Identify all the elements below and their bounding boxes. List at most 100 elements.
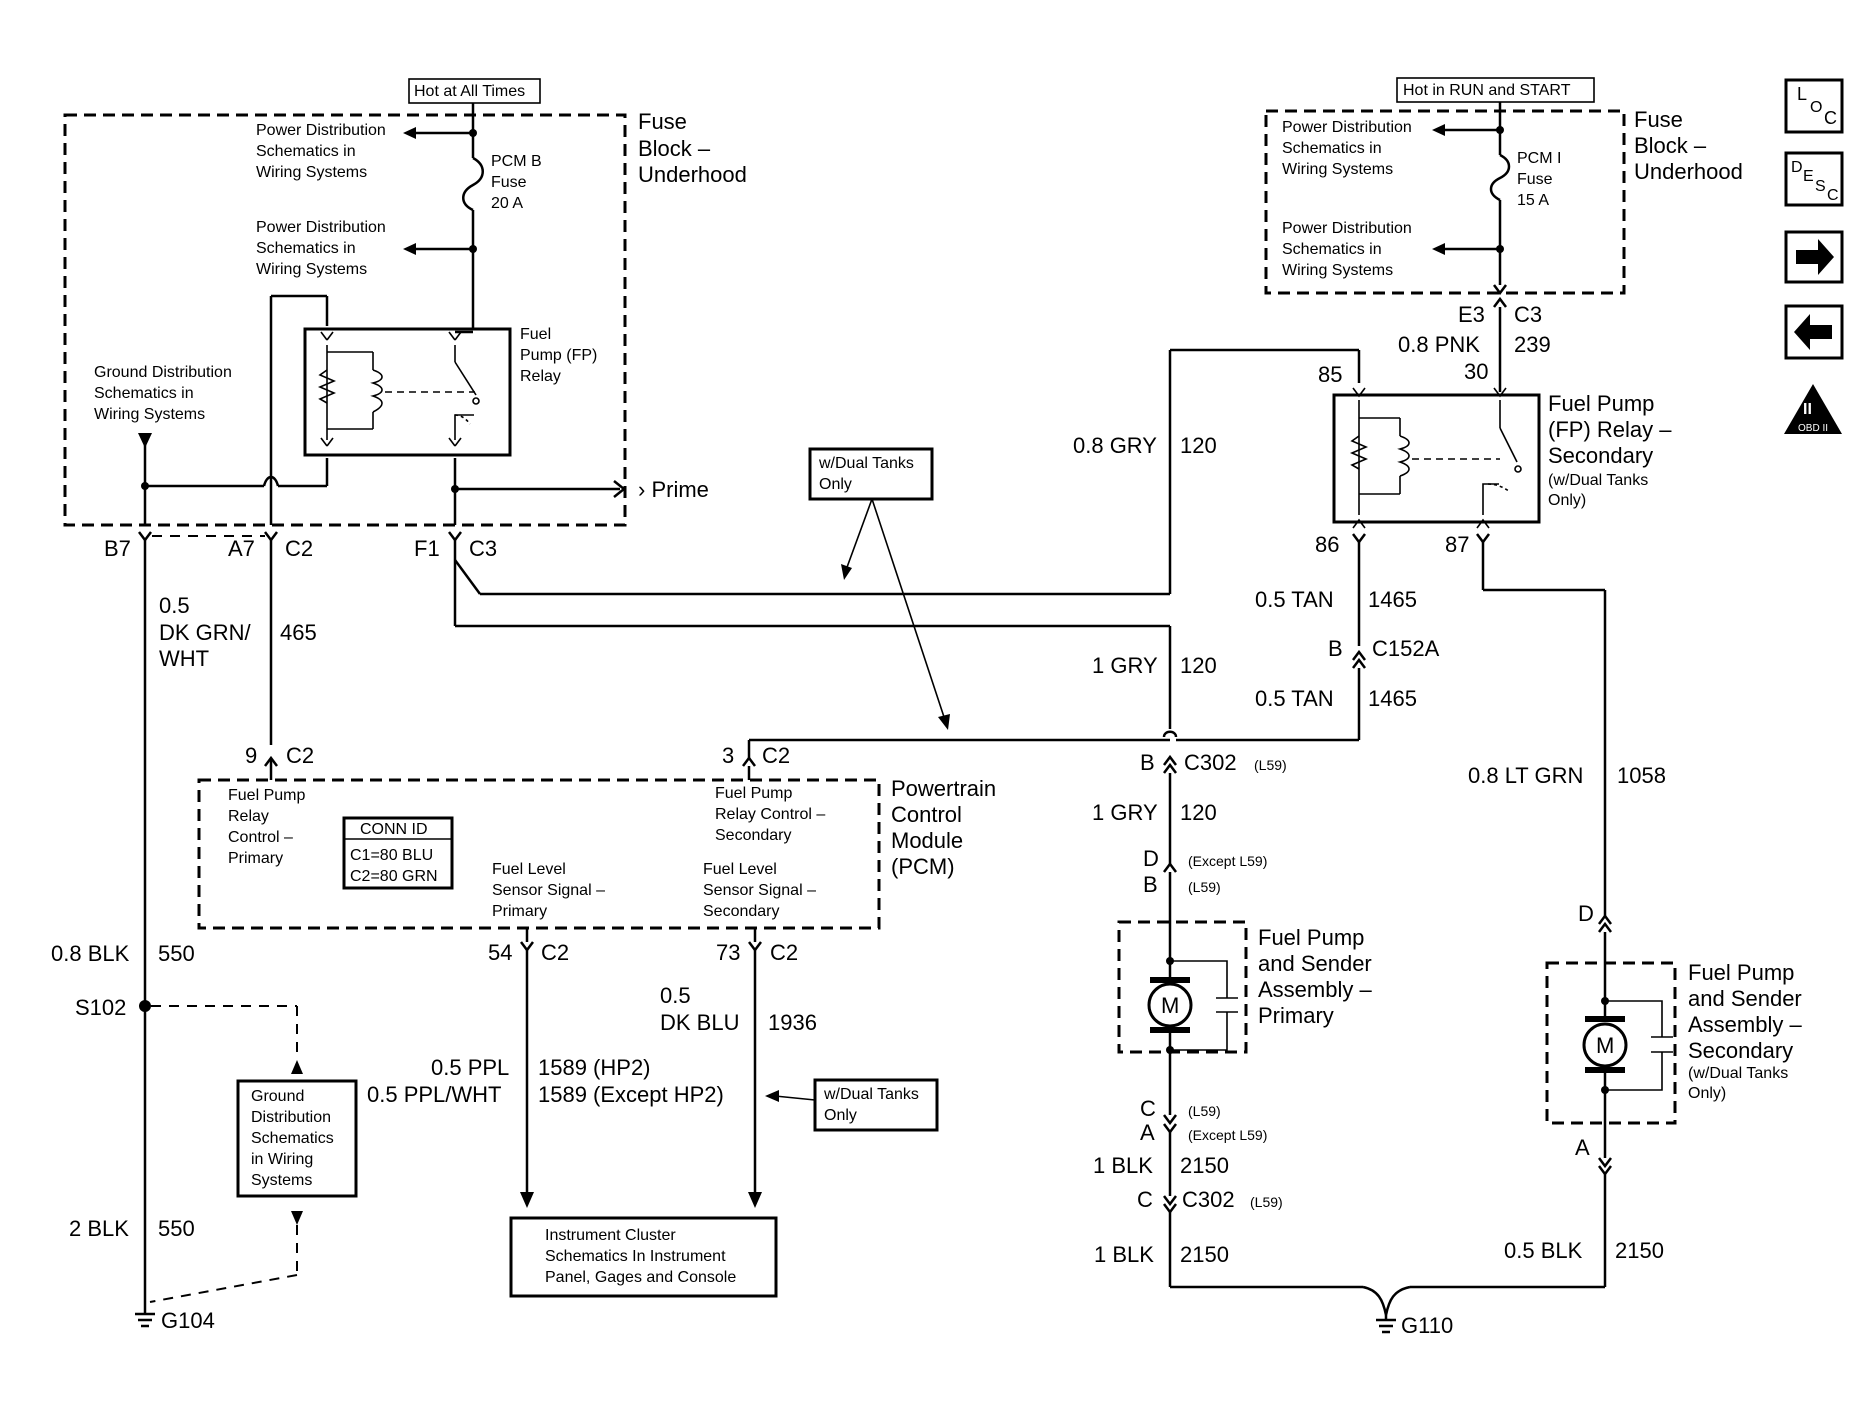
pump-secondary-title-line3: Assembly – bbox=[1688, 1012, 1802, 1037]
left-fuse-block-title-line2: Block – bbox=[638, 136, 711, 161]
circuit-465: 465 bbox=[280, 620, 317, 645]
pin-86: 86 bbox=[1315, 532, 1339, 557]
previous-page-button[interactable] bbox=[1784, 304, 1844, 360]
right-pd2-line1: Power Distribution bbox=[1282, 220, 1412, 237]
fuse-label-line3: 20 A bbox=[491, 195, 523, 212]
next-page-button[interactable] bbox=[1784, 230, 1844, 284]
conn-id-c2: C2=80 GRN bbox=[350, 868, 438, 885]
circuit-120-middle: 120 bbox=[1180, 653, 1217, 678]
motor-label-secondary: M bbox=[1596, 1033, 1614, 1058]
pin-d-primary: D bbox=[1143, 846, 1159, 871]
pin-c-c302: C bbox=[1137, 1187, 1153, 1212]
wire-dk-blu-size: 0.5 bbox=[660, 983, 691, 1008]
right-fuse-block: Hot in RUN and START Fuse Block – Underh… bbox=[1264, 77, 1743, 296]
loc-letter-c: C bbox=[1824, 108, 1837, 128]
secondary-relay-title-line2: (FP) Relay – bbox=[1548, 417, 1672, 442]
left-fuse-block-title-line1: Fuse bbox=[638, 109, 687, 134]
note-except-l59-lower: (Except L59) bbox=[1188, 1127, 1267, 1143]
desc-button[interactable]: D E S C bbox=[1784, 151, 1844, 207]
loc-letter-o: O bbox=[1810, 99, 1822, 116]
pin-a-secondary: A bbox=[1575, 1135, 1590, 1160]
desc-letter-d: D bbox=[1791, 159, 1803, 176]
ground-box-line1: Ground bbox=[251, 1088, 304, 1105]
pd1-line2: Schematics in bbox=[256, 143, 356, 160]
wire-0-8-lt-grn: 0.8 LT GRN bbox=[1468, 763, 1583, 788]
obd-label: OBD II bbox=[1798, 423, 1828, 434]
instrument-cluster-box: Instrument Cluster Schematics In Instrum… bbox=[509, 1216, 778, 1298]
wire-2-blk: 2 BLK bbox=[69, 1216, 129, 1241]
pcm-fp-secondary-line2: Relay Control – bbox=[715, 806, 825, 823]
desc-letter-s: S bbox=[1815, 178, 1826, 195]
wire-0-5-tan-upper: 0.5 TAN bbox=[1255, 587, 1334, 612]
pump-secondary-title-line1: Fuel Pump bbox=[1688, 960, 1794, 985]
left-fuse-block-outline bbox=[63, 113, 627, 527]
wire-dk-grn-wht-color1: DK GRN/ bbox=[159, 620, 252, 645]
wire-0-8-blk: 0.8 BLK bbox=[51, 941, 130, 966]
connector-c3-right: C3 bbox=[1514, 302, 1542, 327]
pump-primary-title-line2: and Sender bbox=[1258, 951, 1372, 976]
wire-1-blk-lower: 1 BLK bbox=[1094, 1242, 1154, 1267]
pcm-pin-54-connector: C2 bbox=[541, 940, 569, 965]
pcm-fp-secondary-line1: Fuel Pump bbox=[715, 785, 792, 802]
connector-c3-top: C3 bbox=[469, 536, 497, 561]
circuit-1058: 1058 bbox=[1617, 763, 1666, 788]
fuse-label-line2: Fuse bbox=[491, 174, 527, 191]
right-pd1-line2: Schematics in bbox=[1282, 140, 1382, 157]
obd-ii-button[interactable]: II OBD II bbox=[1784, 384, 1842, 434]
wire-0-5-tan-lower: 0.5 TAN bbox=[1255, 686, 1334, 711]
hot-in-run-start-label: Hot in RUN and START bbox=[1403, 82, 1571, 99]
fuel-pump-secondary: M bbox=[1545, 961, 1677, 1125]
right-arrow-icon bbox=[1796, 239, 1834, 275]
ground-g104-icon bbox=[135, 1305, 155, 1328]
desc-letter-c: C bbox=[1827, 187, 1839, 204]
pin-b7: B7 bbox=[104, 536, 131, 561]
right-fuse-block-title-line2: Block – bbox=[1634, 133, 1707, 158]
circuit-550-upper: 550 bbox=[158, 941, 195, 966]
ground-dist-line3: Wiring Systems bbox=[94, 406, 205, 423]
wire-dk-grn-wht-size: 0.5 bbox=[159, 593, 190, 618]
dual-tanks-bottom-line1: w/Dual Tanks bbox=[823, 1086, 919, 1103]
ground-distribution-box: Ground Distribution Schematics in Wiring… bbox=[236, 1079, 358, 1198]
pd1-line1: Power Distribution bbox=[256, 122, 386, 139]
splice-s102-dot bbox=[139, 1000, 151, 1012]
secondary-relay-title-line3: Secondary bbox=[1548, 443, 1653, 468]
ground-dist-line1: Ground Distribution bbox=[94, 364, 232, 381]
conn-id-header: CONN ID bbox=[360, 821, 428, 838]
pump-secondary-title-line4: Secondary bbox=[1688, 1038, 1793, 1063]
fp-relay-secondary bbox=[1332, 387, 1541, 529]
loc-button[interactable]: L O C bbox=[1784, 78, 1844, 134]
fp-relay-label-line1: Fuel bbox=[520, 326, 551, 343]
left-ground-circuit: 0.5 DK GRN/ WHT 465 0.8 BLK 550 S102 2 B… bbox=[51, 535, 317, 1333]
pcm-fl-primary-line1: Fuel Level bbox=[492, 861, 566, 878]
dual-tanks-bottom-line2: Only bbox=[824, 1107, 857, 1124]
dual-tanks-top-line1: w/Dual Tanks bbox=[818, 455, 914, 472]
wire-1-gry-upper: 1 GRY bbox=[1092, 653, 1158, 678]
fp-relay-label-line3: Relay bbox=[520, 368, 561, 385]
hot-in-run-start-box bbox=[1396, 77, 1595, 103]
pd1-line3: Wiring Systems bbox=[256, 164, 367, 181]
right-fuse-block-outline bbox=[1264, 109, 1626, 295]
wire-0-8-gry: 0.8 GRY bbox=[1073, 433, 1157, 458]
fp-relay bbox=[303, 327, 512, 457]
pcm-pin-73: 73 bbox=[716, 940, 740, 965]
wire-0-5-ppl: 0.5 PPL bbox=[431, 1055, 509, 1080]
relay-resistor-icon bbox=[317, 369, 337, 404]
secondary-relay-title-line1: Fuel Pump bbox=[1548, 391, 1654, 416]
relay-coil-icon bbox=[370, 369, 383, 413]
fuse-pcm-i-icon bbox=[1489, 153, 1511, 202]
wire-1-blk-upper: 1 BLK bbox=[1093, 1153, 1153, 1178]
loc-letter-l: L bbox=[1797, 84, 1807, 104]
circuit-120-lower: 120 bbox=[1180, 800, 1217, 825]
wire-1-gry-lower: 1 GRY bbox=[1092, 800, 1158, 825]
secondary-relay-note-line1: (w/Dual Tanks bbox=[1548, 472, 1648, 489]
relay-switch-icon bbox=[454, 361, 477, 396]
dual-tanks-note-top: w/Dual Tanks Only bbox=[808, 447, 950, 730]
pcm-fuel-level-outputs: 0.5 PPL 1589 (HP2) 0.5 PPL/WHT 1589 (Exc… bbox=[367, 950, 817, 1208]
pd2-line3: Wiring Systems bbox=[256, 261, 367, 278]
circuit-1465-upper: 1465 bbox=[1368, 587, 1417, 612]
instrument-box-line1: Instrument Cluster bbox=[545, 1227, 676, 1244]
pcm-fl-primary-line3: Primary bbox=[492, 903, 547, 920]
note-l59-upper: (L59) bbox=[1254, 757, 1287, 773]
left-fuse-block-title-line3: Underhood bbox=[638, 162, 747, 187]
motor-label-primary: M bbox=[1161, 993, 1179, 1018]
